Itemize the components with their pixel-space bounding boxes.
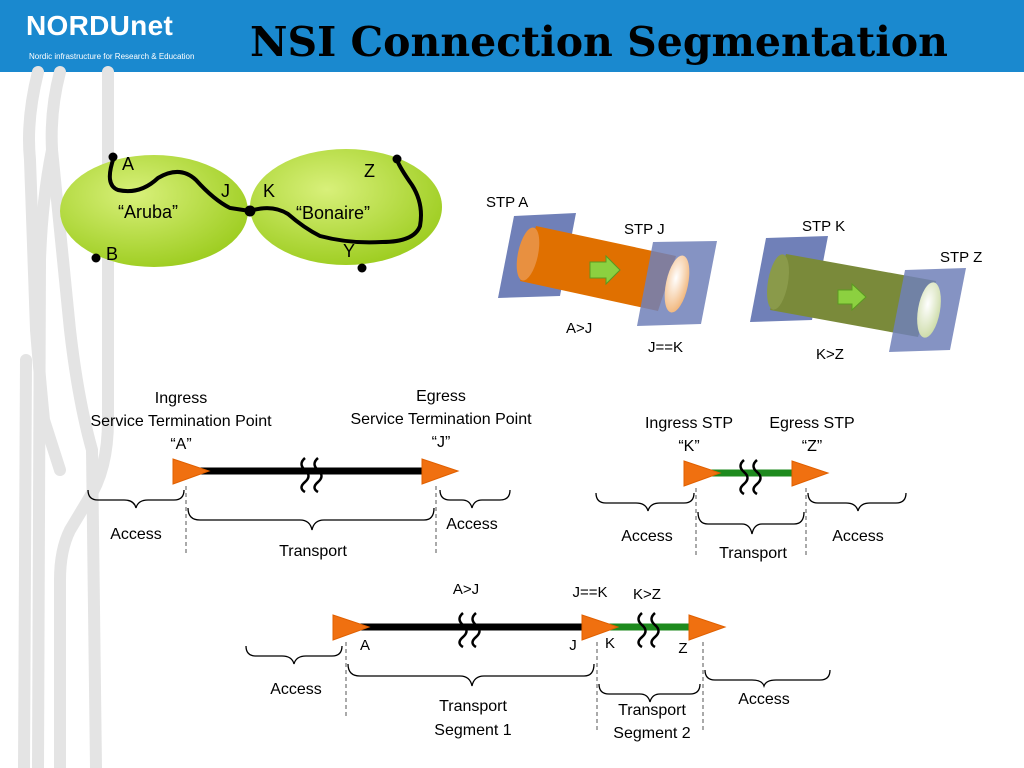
tube-a-j: STP A STP J A>J J==K <box>486 194 717 356</box>
segment-1-label-1: Transport <box>439 698 507 715</box>
label-kz: K>Z <box>633 586 661 603</box>
header-bar: NORDUnet Nordic infrastructure for Resea… <box>0 0 1024 72</box>
access-label-right: Access <box>738 691 790 708</box>
access-label-left: Access <box>621 528 673 545</box>
marker-z <box>688 614 727 641</box>
transport-label: Transport <box>719 545 787 562</box>
stp-a-label: STP A <box>486 194 528 211</box>
island-map: “Aruba” “Bonaire” A B J K Z Y <box>60 149 442 273</box>
access-brace-left <box>595 492 695 512</box>
tube-k-z-start <box>767 254 789 310</box>
tube-eq-label: J==K <box>648 339 683 356</box>
logo-tagline: Nordic infrastructure for Research & Edu… <box>29 52 195 61</box>
point-a-dot <box>108 152 118 162</box>
egress-marker <box>421 458 460 485</box>
point-a-label: A <box>122 154 134 174</box>
island-aruba-label: “Aruba” <box>118 202 178 222</box>
route-a-j <box>107 155 252 213</box>
slide-title: NSI Connection Segmentation <box>250 18 948 66</box>
diagram-k-z: Ingress STP “K” Egress STP “Z” Access Ac… <box>595 415 907 562</box>
marker-a <box>332 614 371 641</box>
wavy-break-icon <box>458 612 481 649</box>
tube-k-z-arrow <box>837 282 867 312</box>
ingress-stp-label-1: Ingress STP <box>645 415 733 432</box>
diagram-segmented: A>J J==K K>Z A J K Z Access Access Trans… <box>244 581 831 742</box>
label-aj: A>J <box>453 581 479 598</box>
logo-name: NORDUnet <box>26 10 174 41</box>
access-label-right: Access <box>832 528 884 545</box>
point-k-label: K <box>263 181 275 201</box>
egress-stp-label-2: “Z” <box>802 438 822 455</box>
marker-jk <box>581 614 620 641</box>
transport-label: Transport <box>279 543 347 560</box>
access-label-left: Access <box>270 681 322 698</box>
point-jk-dot <box>244 205 256 217</box>
transport-brace <box>187 507 435 531</box>
segment-2-label-2: Segment 2 <box>613 725 690 742</box>
access-brace-right <box>704 669 831 689</box>
point-b-label: B <box>106 244 118 264</box>
tube-k-z-hole <box>917 282 941 338</box>
tube-k-z: STP K STP Z K>Z <box>750 218 982 363</box>
label-a: A <box>360 637 370 654</box>
stp-j-label: STP J <box>624 221 665 238</box>
transport-brace <box>697 511 805 535</box>
wavy-break-icon <box>300 457 323 494</box>
access-brace-right <box>439 489 511 509</box>
diagram-a-j: Ingress Service Termination Point “A” Eg… <box>87 388 532 560</box>
point-z-label: Z <box>364 161 375 181</box>
label-z: Z <box>678 640 687 657</box>
stp-k-label: STP K <box>802 218 845 235</box>
access-label-left: Access <box>110 526 162 543</box>
egress-label-2: Service Termination Point <box>350 411 532 428</box>
segment-2-brace <box>598 683 701 703</box>
ingress-marker <box>683 460 722 487</box>
decorative-rails <box>18 66 114 768</box>
access-brace-left <box>87 489 185 509</box>
wavy-break-icon <box>739 459 762 496</box>
point-y-label: Y <box>343 241 355 261</box>
point-j-label: J <box>221 181 230 201</box>
point-b-dot <box>91 253 101 263</box>
access-brace-right <box>807 492 907 512</box>
tube-a-j-arrow <box>589 254 621 286</box>
label-j: J <box>569 637 577 654</box>
egress-stp-label-1: Egress STP <box>769 415 854 432</box>
ingress-stp-label-2: “K” <box>678 438 699 455</box>
ingress-marker <box>172 458 211 485</box>
segment-1-brace <box>347 663 595 687</box>
ingress-label-1: Ingress <box>155 390 207 407</box>
access-label-right: Access <box>446 516 498 533</box>
tube-a-j-hole <box>664 255 690 313</box>
segment-2-label-1: Transport <box>618 702 686 719</box>
stp-z-label: STP Z <box>940 249 982 266</box>
label-k: K <box>605 635 615 652</box>
island-bonaire <box>250 149 442 265</box>
ingress-label-2: Service Termination Point <box>90 413 272 430</box>
wavy-break-icon <box>637 612 660 649</box>
egress-label-1: Egress <box>416 388 466 405</box>
access-brace-left <box>245 645 343 665</box>
tube-k-z-label: K>Z <box>816 346 844 363</box>
label-jk: J==K <box>572 584 607 601</box>
point-y-dot <box>357 263 367 273</box>
island-bonaire-label: “Bonaire” <box>296 203 370 223</box>
egress-label-3: “J” <box>432 434 451 451</box>
tube-a-j-label: A>J <box>566 320 592 337</box>
egress-marker <box>791 460 830 487</box>
ingress-label-3: “A” <box>170 436 191 453</box>
point-z-dot <box>392 154 402 164</box>
segment-1-label-2: Segment 1 <box>434 722 511 739</box>
tube-a-j-start <box>516 227 540 281</box>
route-k-z <box>248 158 423 245</box>
